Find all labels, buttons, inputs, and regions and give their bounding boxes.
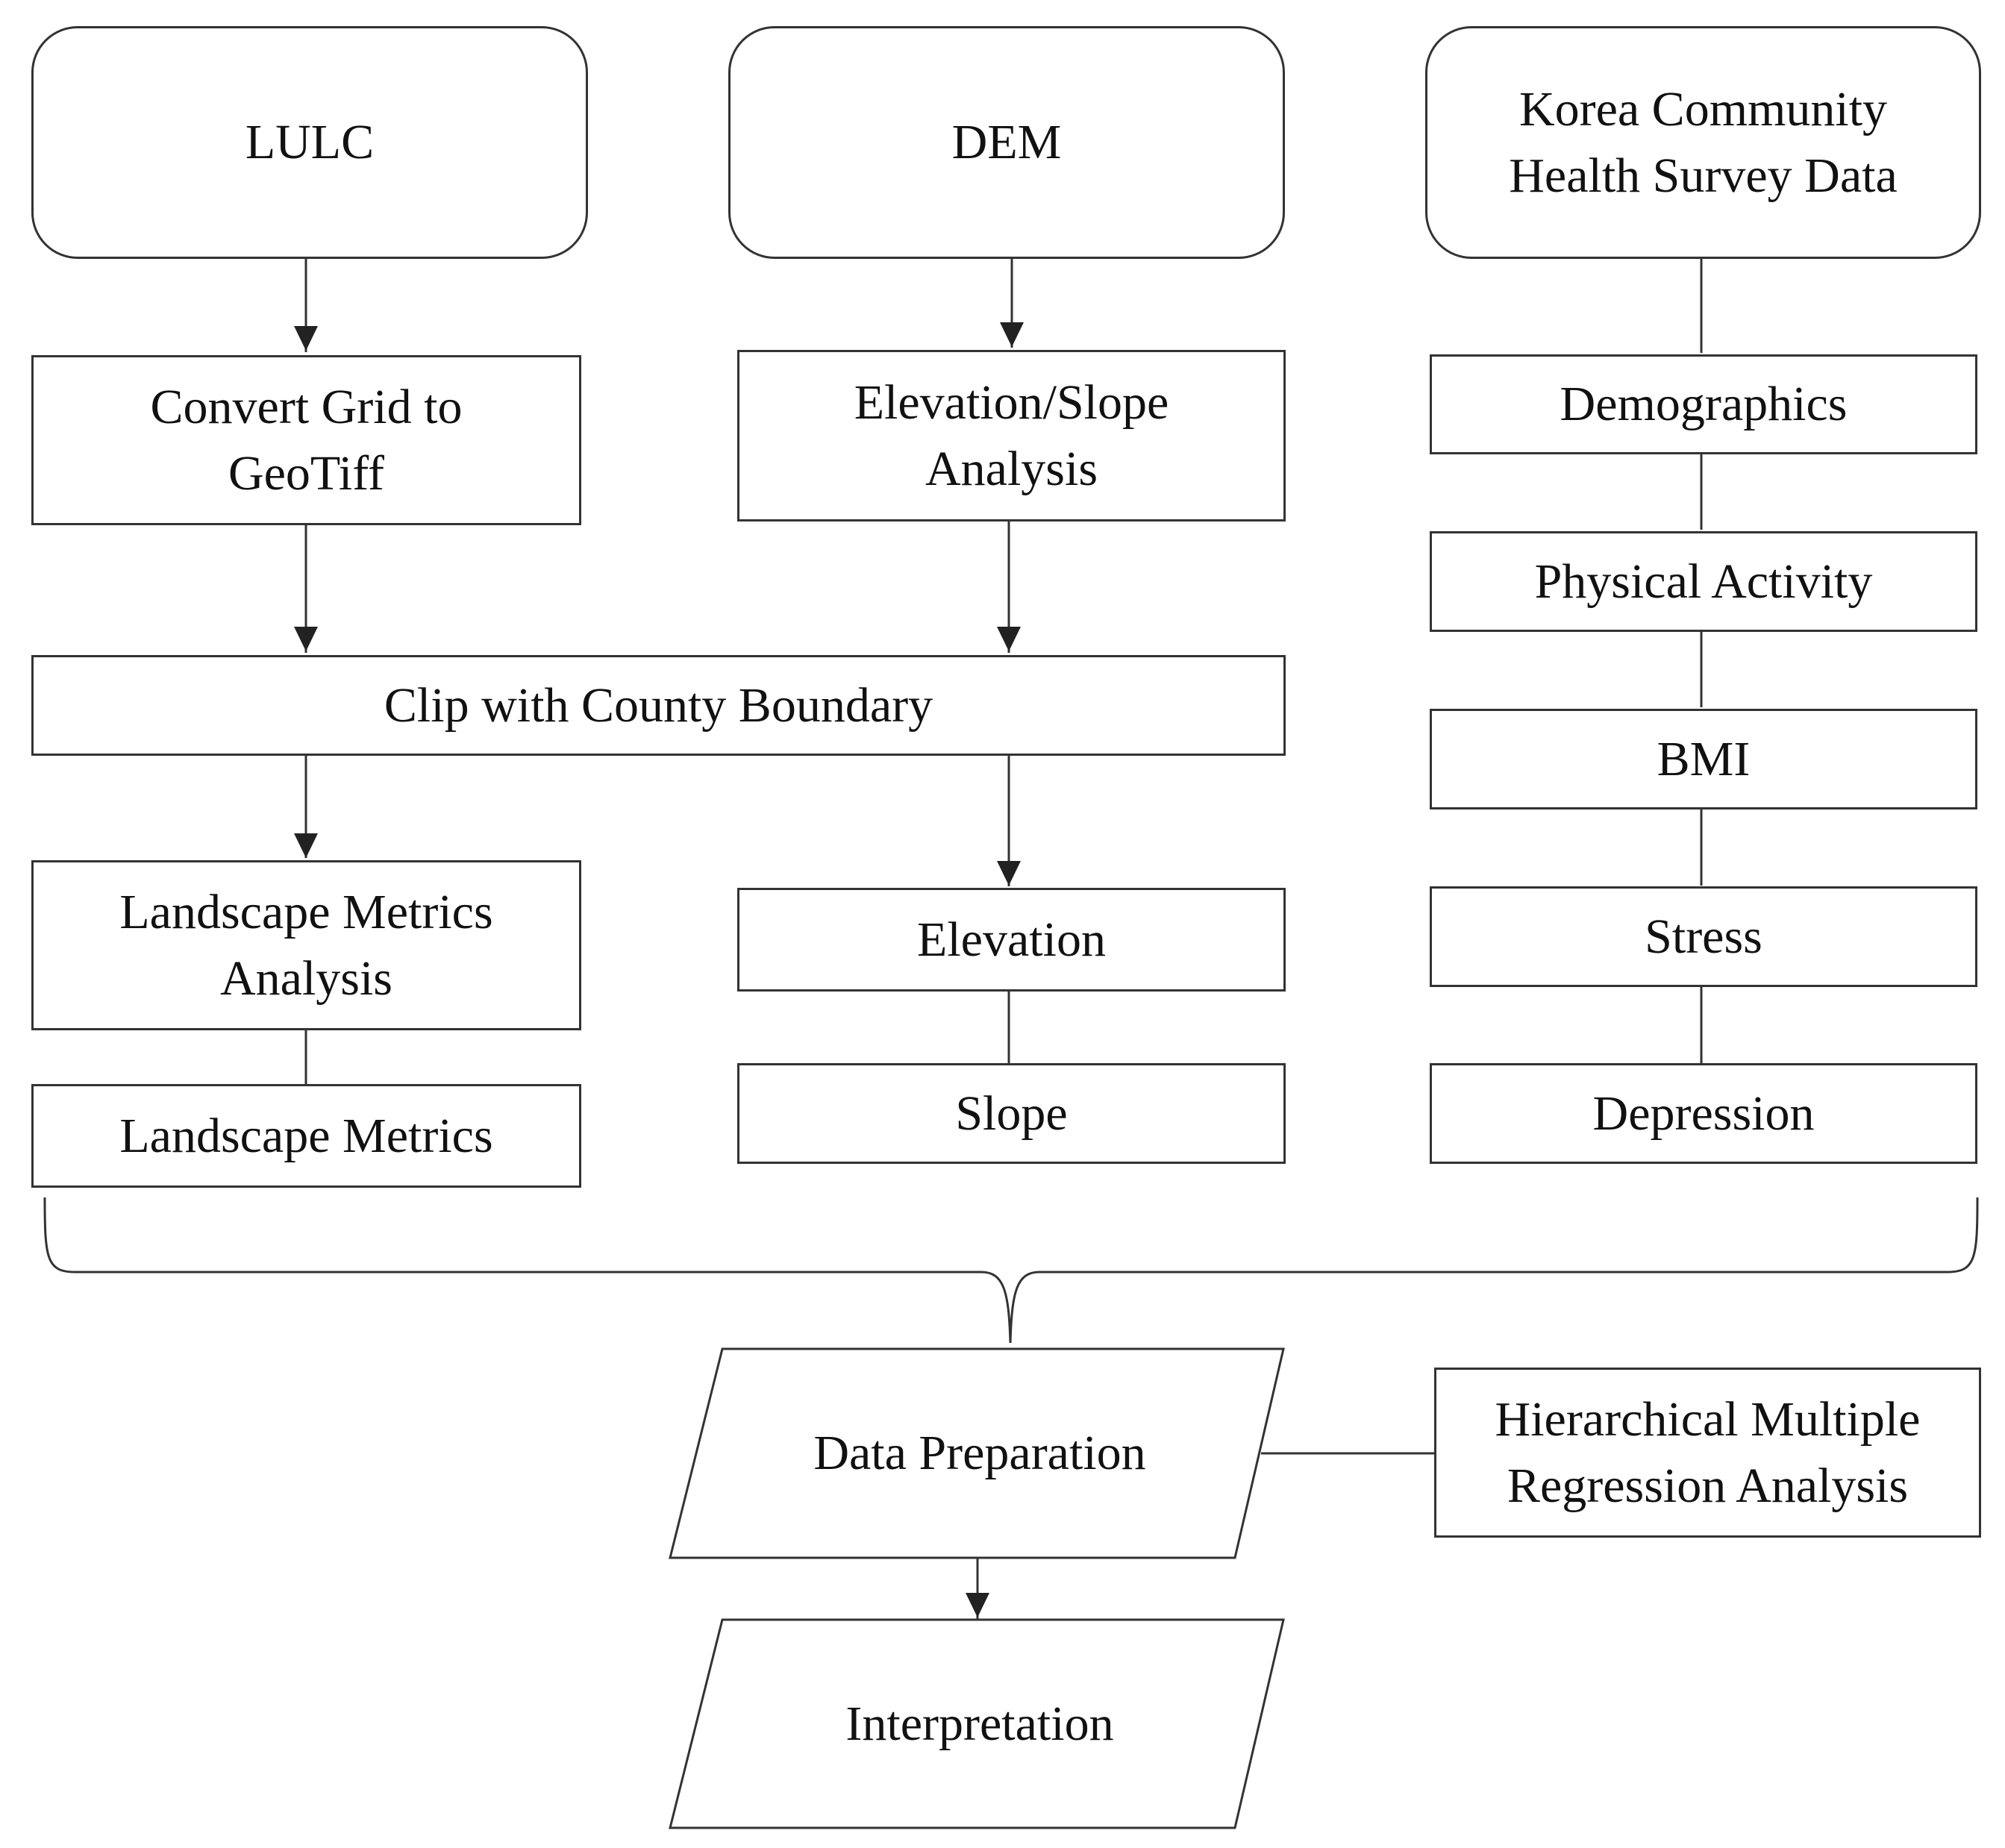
arrowhead-dem-to-elev-slope — [1000, 322, 1024, 347]
bmi-label: BMI — [1657, 731, 1751, 786]
convert-grid-box: Convert Grid to GeoTiff — [31, 355, 581, 525]
elev-slope-analysis-label: Elevation/Slope Analysis — [854, 375, 1169, 496]
landscape-metrics-label: Landscape Metrics — [119, 1108, 493, 1163]
arrowhead-prep-to-interpretation — [966, 1593, 989, 1617]
depression-label: Depression — [1592, 1086, 1815, 1141]
slope-box: Slope — [737, 1063, 1286, 1164]
arrowhead-elev-slope-to-clip — [997, 627, 1021, 651]
elevation-label: Elevation — [917, 912, 1106, 967]
interpretation-label: Interpretation — [845, 1696, 1114, 1751]
interpretation-node: Interpretation — [722, 1620, 1237, 1828]
grouping-brace — [43, 1197, 1979, 1344]
landscape-metrics-box: Landscape Metrics — [31, 1084, 581, 1188]
stress-label: Stress — [1645, 909, 1762, 964]
lulc-source-box: LULC — [31, 26, 588, 259]
lulc-label: LULC — [245, 115, 375, 170]
physical-activity-box: Physical Activity — [1430, 531, 1977, 632]
demographics-box: Demographics — [1430, 354, 1977, 454]
regression-box: Hierarchical Multiple Regression Analysi… — [1434, 1368, 1981, 1538]
data-preparation-shape — [669, 1347, 1285, 1559]
bmi-box: BMI — [1430, 709, 1977, 809]
regression-label: Hierarchical Multiple Regression Analysi… — [1495, 1391, 1921, 1513]
data-preparation-node: Data Preparation — [722, 1349, 1237, 1558]
kchs-label: Korea Community Health Survey Data — [1509, 81, 1898, 203]
arrowhead-clip-to-elevation — [997, 861, 1021, 886]
clip-county-boundary-label: Clip with County Boundary — [384, 677, 933, 733]
dem-label: DEM — [951, 115, 1062, 170]
interpretation-shape — [669, 1618, 1285, 1829]
convert-grid-label: Convert Grid to GeoTiff — [150, 379, 463, 501]
kchs-source-box: Korea Community Health Survey Data — [1425, 26, 1981, 259]
physical-activity-label: Physical Activity — [1534, 554, 1873, 609]
elevation-box: Elevation — [737, 888, 1286, 992]
stress-box: Stress — [1430, 886, 1977, 987]
landscape-analysis-label: Landscape Metrics Analysis — [119, 884, 493, 1006]
elev-slope-analysis-box: Elevation/Slope Analysis — [737, 350, 1286, 521]
arrowhead-clip-to-landscape-analysis — [294, 833, 318, 858]
data-preparation-label: Data Preparation — [813, 1426, 1146, 1481]
dem-source-box: DEM — [728, 26, 1285, 259]
clip-county-boundary-box: Clip with County Boundary — [31, 655, 1286, 756]
slope-label: Slope — [955, 1086, 1068, 1141]
landscape-analysis-box: Landscape Metrics Analysis — [31, 860, 581, 1030]
arrowhead-convert-to-clip — [294, 627, 318, 651]
arrowhead-lulc-to-convert — [294, 326, 318, 351]
demographics-label: Demographics — [1560, 377, 1848, 432]
depression-box: Depression — [1430, 1063, 1977, 1164]
